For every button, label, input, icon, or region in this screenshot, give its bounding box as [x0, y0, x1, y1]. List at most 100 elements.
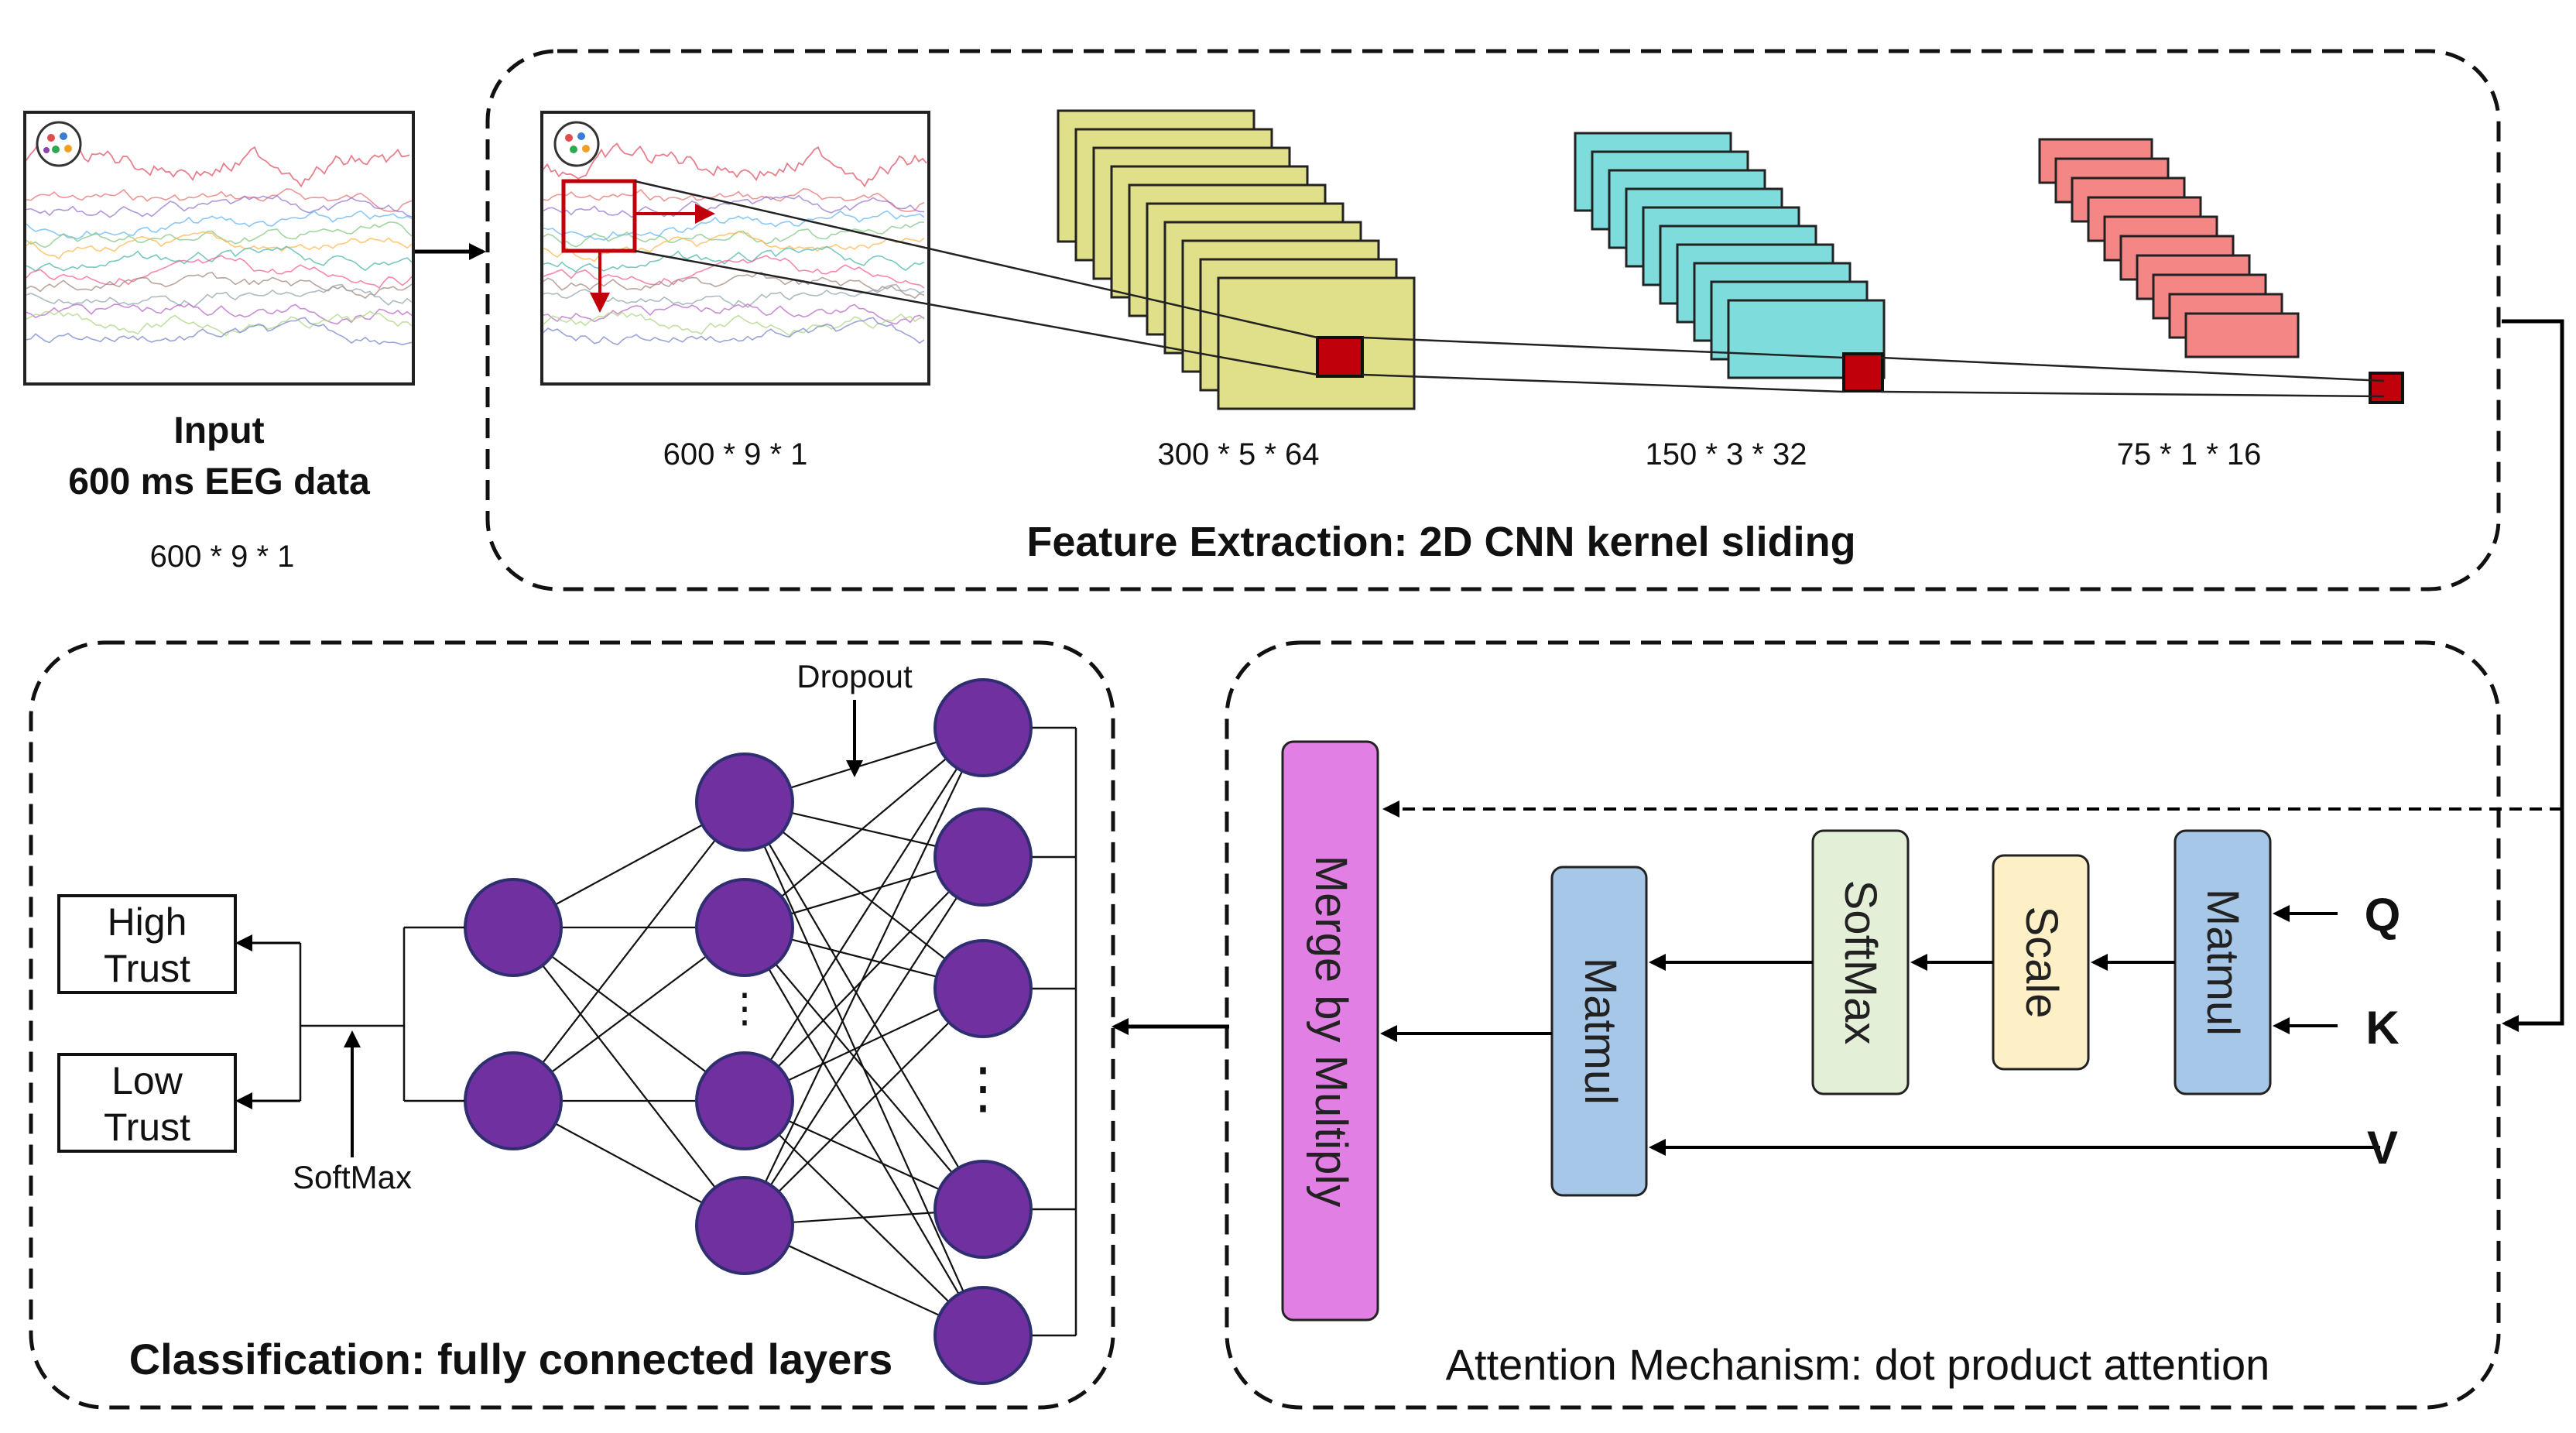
kernel-cell [2369, 372, 2404, 404]
fc-edge [744, 727, 984, 1226]
eeg-trace [543, 142, 927, 188]
feature-eeg-traces [543, 142, 927, 345]
fc-edge [744, 727, 984, 1102]
neuron [695, 1176, 794, 1275]
feature-to-attention-connector [2502, 319, 2564, 1032]
k-label: K [2365, 1002, 2399, 1054]
eeg-trace [26, 194, 412, 218]
ellipsis-layer-2: ⋮ [724, 986, 765, 1031]
neuron [695, 1051, 794, 1150]
fc-neurons [464, 678, 1033, 1385]
ellipsis-layer-3: ⋮ [955, 1058, 1011, 1119]
high-trust-line2: Trust [104, 947, 190, 990]
softmax-split-lines [299, 926, 464, 1102]
kernel-cell [1842, 352, 1884, 393]
neuron [695, 752, 794, 852]
classification-title: Classification: fully connected layers [129, 1335, 893, 1383]
neuron [933, 807, 1033, 907]
eeg-trace [543, 188, 925, 212]
softmax-block: SoftMax [1811, 829, 1910, 1095]
eeg-trace [26, 255, 412, 290]
classification-panel: ⋮ ⋮ Dropout SoftMax High Trust Low Trust… [29, 640, 1115, 1410]
merge-label: Merge by Multiply [1306, 855, 1356, 1207]
merge-block: Merge by Multiply [1281, 740, 1379, 1322]
fc-edge [744, 988, 984, 1226]
input-panel: Input 600 ms EEG data 600 * 9 * 1 [23, 111, 415, 574]
attention-arrows [1380, 905, 2380, 1156]
matmul-qk-block: Matmul [2174, 829, 2272, 1095]
dims-label-2: 300 * 5 * 64 [1157, 437, 1319, 471]
high-trust-box: High Trust [57, 894, 237, 994]
fc-edge [744, 927, 984, 1336]
low-trust-box: Low Trust [57, 1053, 237, 1153]
feature-map-stack-3 [2038, 138, 2404, 404]
feature-map [2184, 312, 2300, 358]
feature-extraction-title: Feature Extraction: 2D CNN kernel slidin… [1026, 519, 1855, 565]
eeg-trace [543, 231, 925, 262]
feature-extraction-panel: 600 * 9 * 1 300 * 5 * 64 150 * 3 * 32 75… [485, 49, 2501, 591]
eeg-trace [26, 231, 412, 259]
fc-edge [744, 927, 984, 1210]
neuron [933, 678, 1033, 777]
low-trust-line1: Low [111, 1059, 183, 1102]
q-label: Q [2365, 889, 2401, 941]
softmax-output-label: SoftMax [293, 1159, 412, 1195]
neuron [933, 1286, 1033, 1385]
eeg-trace [26, 188, 412, 212]
scale-label: Scale [2016, 906, 2067, 1018]
brain-icon-2 [553, 121, 600, 167]
eeg-trace [543, 255, 925, 289]
eeg-trace [26, 221, 412, 249]
eeg-trace [26, 210, 412, 240]
fc-edge [512, 801, 745, 1102]
fc-edge [512, 927, 745, 1226]
input-subtitle: 600 ms EEG data [68, 461, 370, 502]
eeg-trace [26, 303, 412, 325]
fc-edge [744, 727, 984, 928]
eeg-trace [543, 210, 925, 241]
eeg-trace [26, 283, 412, 308]
eeg-trace [26, 317, 412, 346]
kernel-projection-lines [634, 180, 2385, 398]
fc-edge [744, 801, 984, 989]
softmax-label: SoftMax [1835, 880, 1886, 1045]
eeg-trace [26, 139, 410, 188]
neuron [933, 939, 1033, 1038]
fc-edge [744, 856, 984, 1226]
eeg-trace [543, 194, 925, 218]
eeg-trace [543, 245, 925, 273]
kernel-window [561, 179, 637, 253]
attention-panel: Merge by Multiply Matmul SoftMax Scale M… [1225, 640, 2562, 1410]
brain-icon [36, 121, 82, 167]
input-title: Input [173, 410, 264, 451]
eeg-trace [26, 245, 412, 273]
fc-edge [744, 856, 984, 1102]
neuron [695, 878, 794, 977]
attention-border [1225, 640, 2501, 1410]
feature-map-stack-2 [1574, 132, 1886, 393]
matmul-block: Matmul [1550, 866, 1648, 1197]
v-label: V [2367, 1122, 2398, 1174]
dims-label-1: 600 * 9 * 1 [663, 437, 808, 471]
kernel-cell [1316, 336, 1364, 378]
dims-label-3: 150 * 3 * 32 [1645, 437, 1807, 471]
attention-title: Attention Mechanism: dot product attenti… [1446, 1340, 2270, 1389]
scale-block: Scale [1992, 854, 2090, 1071]
eeg-trace [543, 221, 925, 248]
dropout-label: Dropout [796, 658, 913, 694]
eeg-trace [543, 311, 925, 337]
dims-label-4: 75 * 1 * 16 [2117, 437, 2262, 471]
fc-edge [744, 801, 984, 1210]
feature-extraction-border [485, 49, 2501, 591]
neuron [933, 1160, 1033, 1259]
input-dims: 600 * 9 * 1 [150, 540, 295, 574]
high-trust-line1: High [108, 900, 187, 944]
matmul-label: Matmul [1575, 958, 1625, 1105]
output-bus [1028, 726, 1077, 1337]
eeg-trace [543, 272, 925, 300]
matmul-qk-label: Matmul [2197, 889, 2248, 1036]
eeg-trace [543, 317, 925, 345]
eeg-trace [543, 303, 925, 325]
feature-map-stack-1 [1057, 109, 1416, 410]
